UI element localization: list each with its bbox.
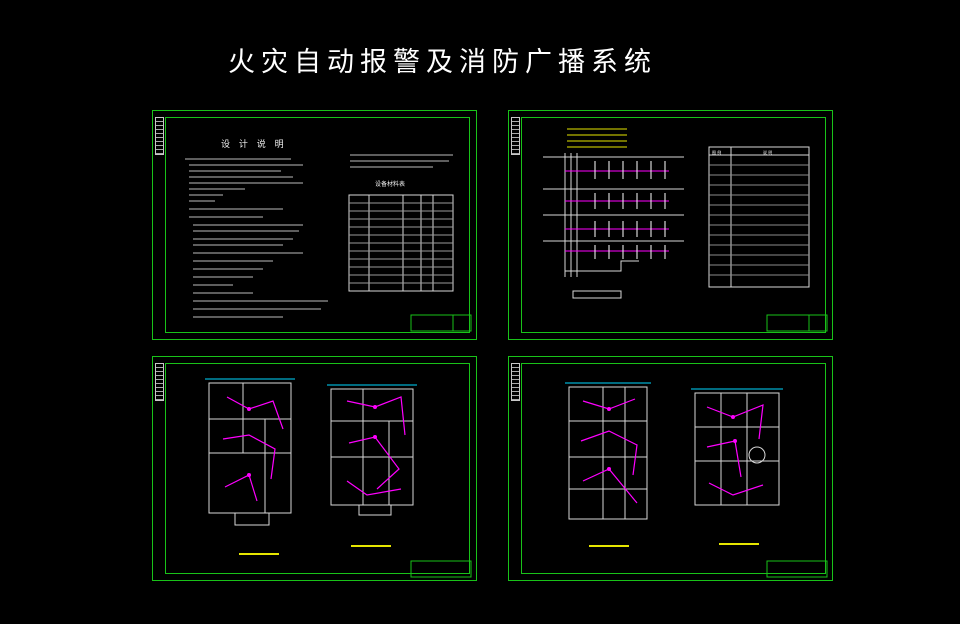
legend-col-symbol: 图 例: [712, 150, 722, 155]
system-diagram: [543, 128, 828, 332]
plan-caption-bar: [589, 545, 629, 547]
sheet-design-notes: 设 计 说 明 设备材料表: [152, 110, 477, 340]
plan-caption-bar: [239, 553, 279, 555]
drawing-title: 火灾自动报警及消防广播系统: [228, 47, 657, 78]
legend-col-description: 说 明: [763, 150, 773, 155]
floor-plan-pair-a: [205, 378, 472, 578]
binding-strip: [155, 363, 164, 401]
sheet-system-diagram: 图 例 说 明: [508, 110, 833, 340]
design-notes-lines: [185, 154, 472, 332]
binding-strip: [511, 117, 520, 155]
sheet-floor-plans-b: [508, 356, 833, 581]
material-table-heading: 设备材料表: [375, 181, 406, 188]
sheet-floor-plans-a: [152, 356, 477, 581]
plan-caption-bar: [719, 543, 759, 545]
binding-strip: [155, 117, 164, 155]
design-notes-heading: 设 计 说 明: [221, 140, 287, 150]
binding-strip: [511, 363, 520, 401]
floor-plan-pair-b: [565, 382, 828, 578]
plan-caption-bar: [351, 545, 391, 547]
